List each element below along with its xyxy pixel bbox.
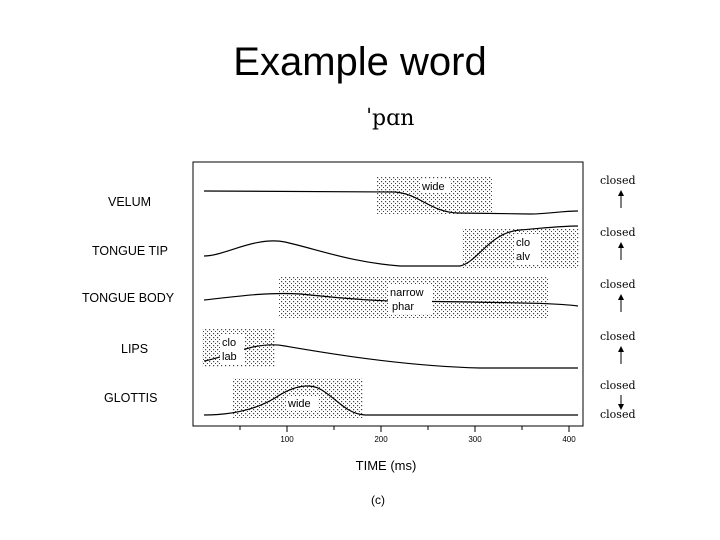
gesture-label-lips-1: clo (222, 337, 236, 349)
gesture-label-tongue-tip-1: clo (516, 237, 530, 249)
slide-title: Example word (233, 40, 487, 84)
trajectory-glottis (203, 385, 578, 416)
scale-label-tongue-body: closed (600, 278, 636, 291)
figure-caption: (c) (371, 493, 385, 507)
scale-label-tongue-tip: closed (600, 226, 636, 239)
scale-label-lips: closed (600, 330, 636, 343)
x-tick-label-100: 100 (280, 435, 294, 444)
tier-label-tongue-tip: TONGUE TIP (92, 244, 168, 258)
trajectory-tongue-tip (203, 225, 579, 267)
tier-label-glottis: GLOTTIS (104, 391, 157, 405)
tier-label-velum: VELUM (108, 195, 151, 209)
gesture-label-glottis: wide (287, 398, 311, 410)
time-axis (239, 426, 570, 432)
x-axis-title: TIME (ms) (356, 458, 417, 473)
gesture-label-tongue-body-2: phar (392, 301, 414, 313)
tier-label-lips: LIPS (121, 342, 148, 356)
x-tick-label-300: 300 (468, 435, 482, 444)
trajectory-velum (203, 190, 579, 215)
x-tick-label-200: 200 (374, 435, 388, 444)
scale-label-glottis-bottom: closed (600, 408, 636, 421)
scale-label-glottis-top: closed (600, 379, 636, 392)
gesture-label-velum: wide (421, 181, 445, 193)
gesture-label-tongue-tip-2: alv (516, 251, 531, 263)
phonetic-transcription: ˈpɑn (366, 106, 415, 131)
trajectory-tongue-body (203, 292, 579, 307)
tier-label-tongue-body: TONGUE BODY (82, 291, 175, 305)
plot-frame (192, 161, 584, 427)
scale-label-velum: closed (600, 174, 636, 187)
gesture-label-lips-2: lab (222, 351, 237, 363)
gesture-label-tongue-body-1: narrow (390, 287, 424, 299)
x-tick-label-400: 400 (562, 435, 576, 444)
